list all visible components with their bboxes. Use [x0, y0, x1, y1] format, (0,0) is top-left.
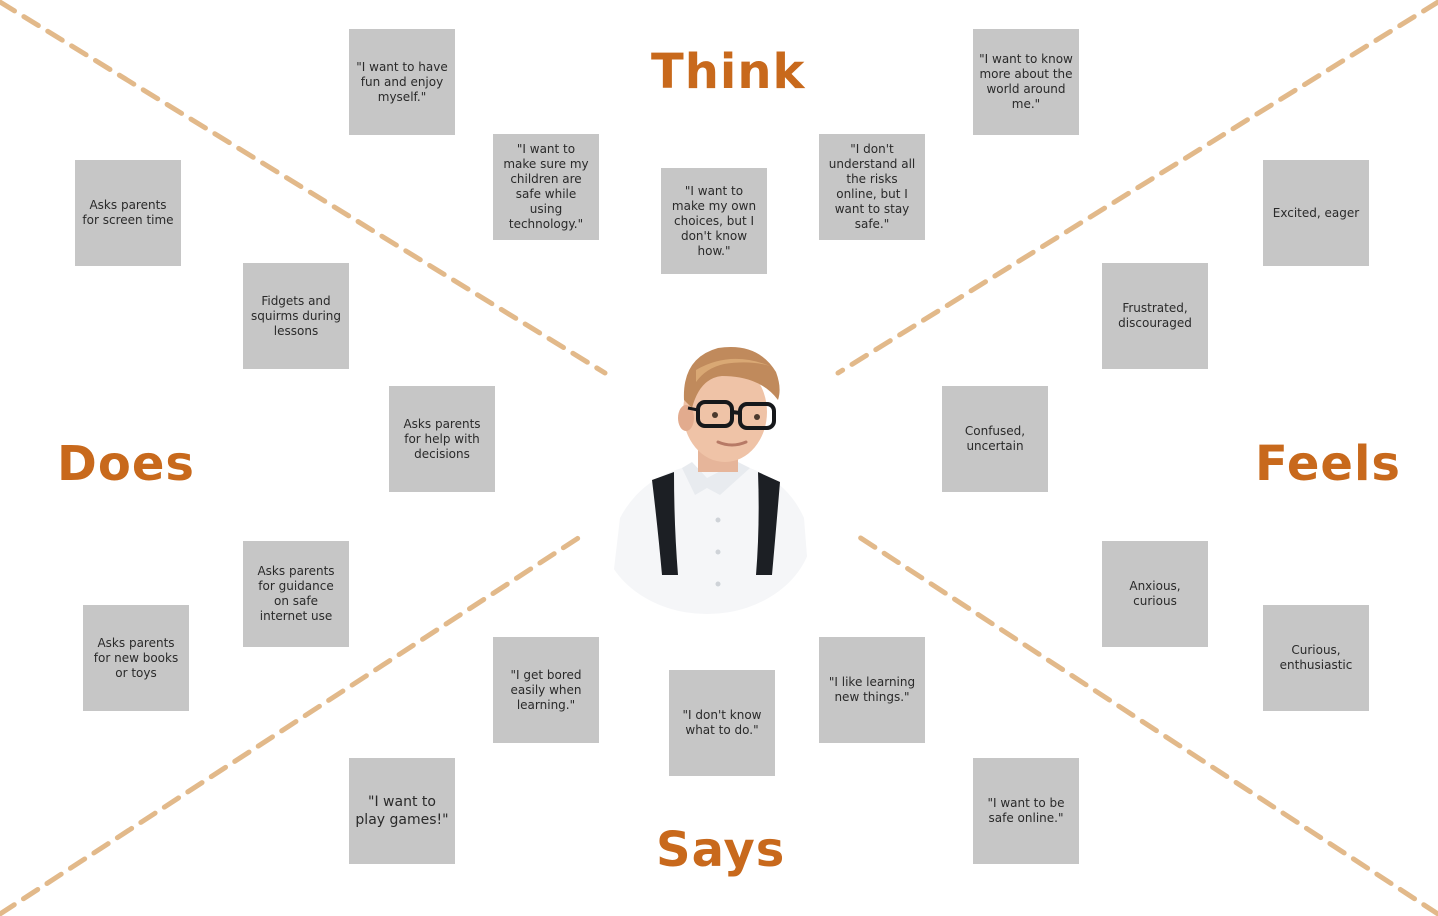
does-note: Asks parents for help with decisions: [389, 386, 495, 492]
feels-note: Excited, eager: [1263, 160, 1369, 266]
does-note: Asks parents for screen time: [75, 160, 181, 266]
does-note: Asks parents for new books or toys: [83, 605, 189, 711]
divider-bottom-right: [850, 530, 1438, 916]
think-note: "I want to have fun and enjoy myself.": [349, 29, 455, 135]
divider-bottom-left: [0, 530, 589, 916]
says-note: "I want to play games!": [349, 758, 455, 864]
think-note: "I want to make sure my children are saf…: [493, 134, 599, 240]
feels-title: Feels: [1255, 436, 1401, 492]
does-note: Fidgets and squirms during lessons: [243, 263, 349, 369]
says-note: "I don't know what to do.": [669, 670, 775, 776]
feels-note: Frustrated, discouraged: [1102, 263, 1208, 369]
think-note: "I want to make my own choices, but I do…: [661, 168, 767, 274]
persona-illustration: [608, 347, 812, 614]
does-title: Does: [57, 436, 195, 492]
feels-note: Anxious, curious: [1102, 541, 1208, 647]
think-note: "I don't understand all the risks online…: [819, 134, 925, 240]
says-note: "I get bored easily when learning.": [493, 637, 599, 743]
does-note: Asks parents for guidance on safe intern…: [243, 541, 349, 647]
feels-note: Confused, uncertain: [942, 386, 1048, 492]
think-note: "I want to know more about the world aro…: [973, 29, 1079, 135]
says-title: Says: [656, 822, 786, 878]
think-title: Think: [651, 44, 806, 100]
feels-note: Curious, enthusiastic: [1263, 605, 1369, 711]
says-note: "I like learning new things.": [819, 637, 925, 743]
says-note: "I want to be safe online.": [973, 758, 1079, 864]
divider-top-left: [0, 0, 608, 376]
divider-top-right: [835, 0, 1438, 376]
